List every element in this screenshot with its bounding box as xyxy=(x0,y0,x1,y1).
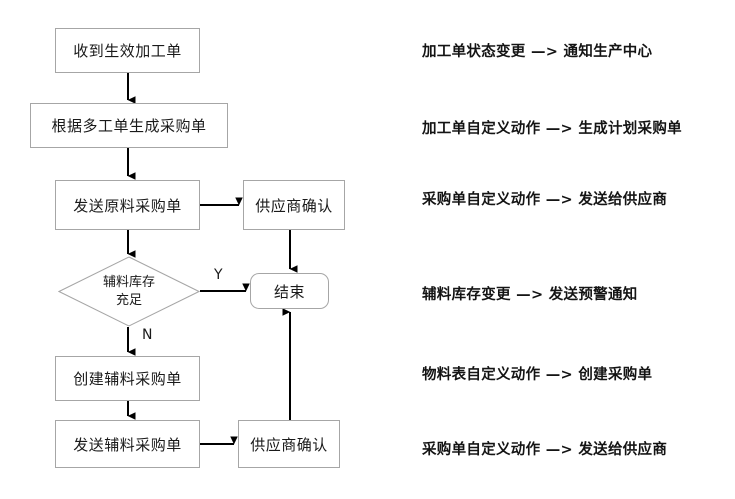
node-stock-sufficient-decision[interactable]: 辅料库存 充足 xyxy=(58,256,200,327)
node-label: 发送原料采购单 xyxy=(73,196,182,215)
annotation-status-change: 加工单状态变更 —> 通知生产中心 xyxy=(422,44,653,60)
annotation-custom-action-plan: 加工单自定义动作 —> 生成计划采购单 xyxy=(422,121,682,137)
diamond-label-line2: 充足 xyxy=(115,292,142,308)
diamond-label: 辅料库存 充足 xyxy=(103,274,155,309)
diamond-label-line1: 辅料库存 xyxy=(102,274,155,290)
node-supplier-confirm-top[interactable]: 供应商确认 xyxy=(243,180,345,230)
node-label: 供应商确认 xyxy=(250,435,328,454)
node-send-auxiliary-purchase-order[interactable]: 发送辅料采购单 xyxy=(55,420,200,468)
annotation-bom-create-purchase: 物料表自定义动作 —> 创建采购单 xyxy=(422,367,653,383)
node-end[interactable]: 结束 xyxy=(250,273,329,309)
node-label: 创建辅料采购单 xyxy=(73,370,182,388)
annotation-purchase-send-supplier-top: 采购单自定义动作 —> 发送给供应商 xyxy=(422,192,668,208)
edge-label-no: N xyxy=(142,327,153,343)
node-generate-purchase-order[interactable]: 根据多工单生成采购单 xyxy=(30,103,228,148)
node-supplier-confirm-bottom[interactable]: 供应商确认 xyxy=(238,420,340,468)
diamond-shape xyxy=(58,256,200,327)
node-receive-work-order[interactable]: 收到生效加工单 xyxy=(55,28,200,73)
node-label: 结束 xyxy=(273,282,305,301)
node-label: 根据多工单生成采购单 xyxy=(51,117,207,135)
edge-label-yes: Y xyxy=(214,267,223,283)
annotation-stock-change-alert: 辅料库存变更 —> 发送预警通知 xyxy=(422,287,638,303)
node-label: 供应商确认 xyxy=(255,196,333,215)
node-label: 收到生效加工单 xyxy=(73,42,182,60)
node-send-material-purchase-order[interactable]: 发送原料采购单 xyxy=(55,180,200,230)
node-create-auxiliary-purchase-order[interactable]: 创建辅料采购单 xyxy=(55,356,200,401)
node-label: 发送辅料采购单 xyxy=(73,435,182,454)
annotation-purchase-send-supplier-bottom: 采购单自定义动作 —> 发送给供应商 xyxy=(422,442,668,458)
